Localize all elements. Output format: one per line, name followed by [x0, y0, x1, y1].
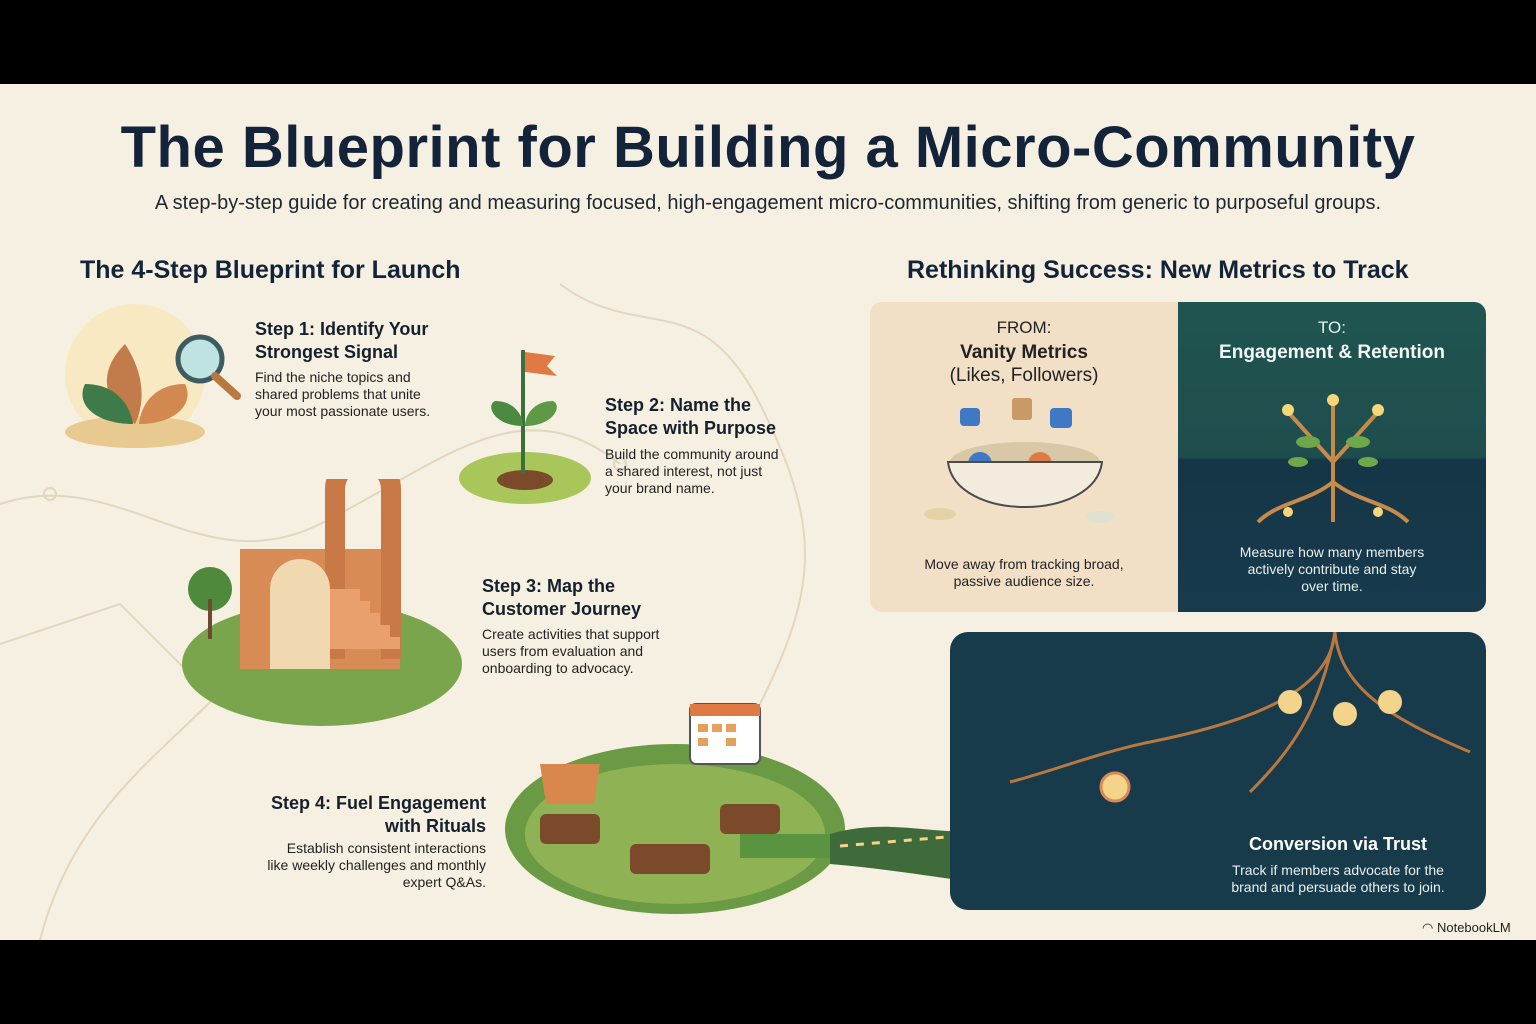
from-subtitle: (Likes, Followers)	[949, 365, 1099, 386]
arch-staircase-icon	[182, 479, 462, 726]
watering-can-icon	[540, 764, 600, 804]
to-label: TO:	[1317, 318, 1347, 337]
trust-title: Conversion via Trust	[1248, 834, 1428, 854]
infographic: The Blueprint for Building a Micro-Commu…	[0, 84, 1536, 940]
root-network-icon	[1009, 632, 1471, 803]
notebooklm-logo-icon: ◠	[1422, 920, 1437, 935]
flag-sprout-icon	[459, 350, 591, 504]
to-engagement-panel: TO: Engagement & Retention Measure how m…	[1178, 302, 1486, 612]
to-title: Engagement & Retention	[1219, 342, 1445, 363]
from-description: Move away from tracking broad,passive au…	[924, 556, 1124, 589]
metrics-heading: Rethinking Success: New Metrics to Track	[907, 256, 1409, 284]
bowl-of-likes-icon	[924, 398, 1114, 523]
blueprint-heading: The 4-Step Blueprint for Launch	[80, 256, 461, 284]
page-subtitle: A step-by-step guide for creating and me…	[154, 192, 1382, 214]
conversion-via-trust-panel	[950, 632, 1486, 910]
from-label: FROM:	[996, 318, 1052, 337]
notebooklm-brand: ◠ NotebookLM	[1422, 920, 1511, 935]
seedling-magnifier-icon	[65, 304, 241, 448]
from-title: Vanity Metrics	[960, 342, 1088, 363]
glowing-tree-roots-icon	[1256, 394, 1410, 524]
from-vanity-metrics-panel: FROM: Vanity Metrics (Likes, Followers) …	[870, 302, 1178, 612]
page-title: The Blueprint for Building a Micro-Commu…	[120, 115, 1416, 180]
